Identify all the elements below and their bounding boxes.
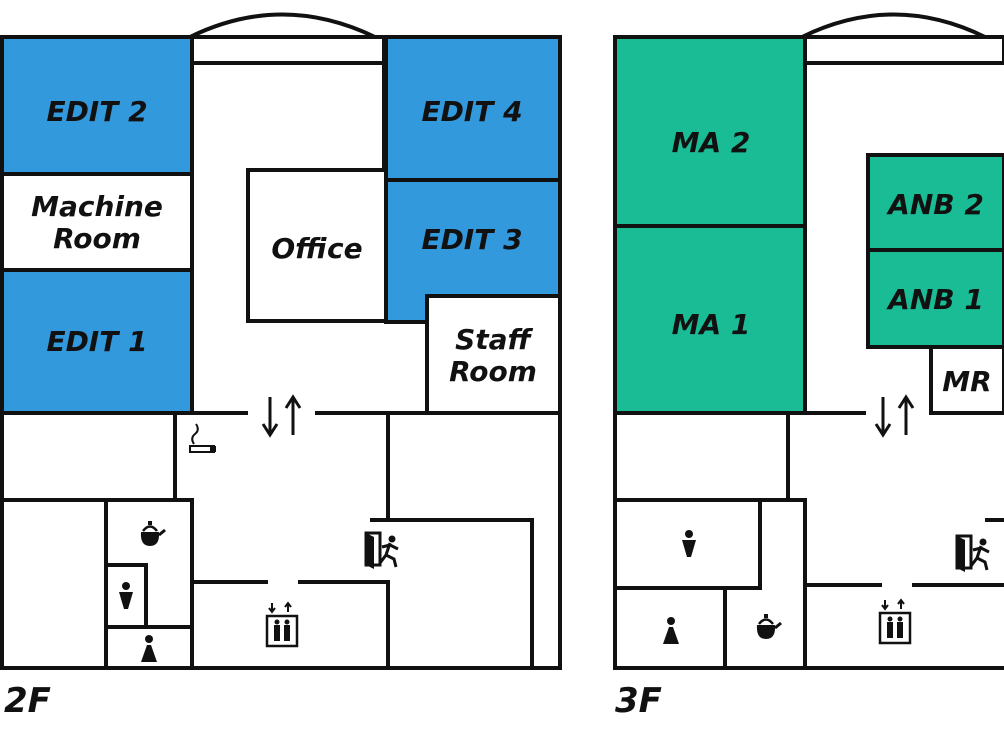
floor-label-2f: 2F [4,681,51,721]
stairs-arrows-icon [874,394,915,438]
room-label-anb2: ANB 2 [886,188,984,221]
room-label-ma1: MA 1 [672,308,751,341]
room-label-machine-line1: Machine [31,190,163,223]
room-label-machine-line2: Room [53,222,141,255]
room-label-edit1: EDIT 1 [46,325,147,358]
mens-restroom-icon [119,582,133,609]
smoking-area-icon [189,423,217,453]
floor-2f: EDIT 2 Machine Room EDIT 1 Office EDIT 4… [0,12,562,721]
room-label-edit4: EDIT 4 [421,95,522,128]
emergency-exit-icon [955,534,991,574]
floor-label-3f: 3F [615,681,662,721]
room-label-anb1: ANB 1 [886,283,984,316]
mens-restroom-icon [682,530,696,557]
room-office [246,168,388,323]
room-label-ma2: MA 2 [672,126,751,159]
floor-3f: MA 2 MA 1 ANB 2 ANB 1 MR 3F [613,12,1004,721]
room-label-staff-line2: Room [449,355,537,388]
womens-restroom-icon [663,617,679,644]
elevator-icon [265,601,299,648]
elevator-icon [878,598,912,645]
room-label-staff-line1: Staff [455,323,533,356]
room-staff-room [425,294,562,415]
outer-wall-3f [613,35,1004,670]
corridor-walls-3f [615,63,1004,668]
kettle-icon [755,612,783,641]
room-label-office: Office [271,232,362,265]
entrance-dome-3f [801,12,986,39]
room-label-edit2: EDIT 2 [46,95,147,128]
entrance-dome-2f [189,12,376,39]
emergency-exit-icon [364,531,400,571]
room-label-mr: MR [942,365,991,398]
outer-wall-2f [0,35,562,670]
room-edit2 [0,35,194,176]
stairs-arrows-icon [261,394,302,438]
kettle-icon [139,519,167,548]
womens-restroom-icon [141,635,157,662]
room-label-edit3: EDIT 3 [421,223,522,256]
corridor-walls-2f [2,63,560,668]
